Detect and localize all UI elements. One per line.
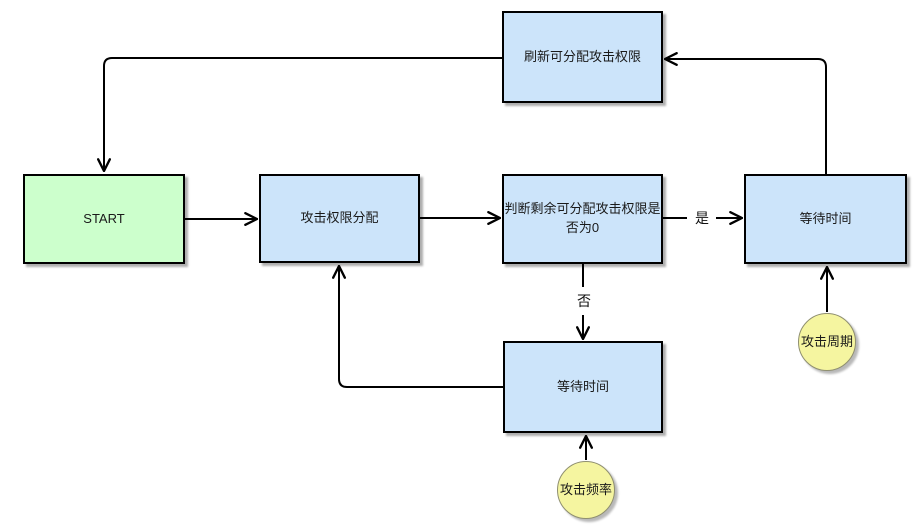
node-attack-permission-allocation-label: 攻击权限分配 bbox=[300, 210, 379, 226]
node-check-remaining-permission-zero: 判断剩余可分配攻击权限是否为0 bbox=[502, 174, 663, 264]
edge-label-no: 否 bbox=[575, 291, 593, 311]
node-refresh-attack-permissions: 刷新可分配攻击权限 bbox=[502, 11, 663, 103]
node-attack-frequency: 攻击频率 bbox=[557, 461, 615, 519]
node-wait-time-right: 等待时间 bbox=[744, 174, 907, 264]
node-refresh-attack-permissions-label: 刷新可分配攻击权限 bbox=[523, 48, 641, 64]
node-attack-cycle-label: 攻击周期 bbox=[800, 333, 853, 349]
node-wait-time-bottom-label: 等待时间 bbox=[556, 378, 609, 394]
node-wait-time-right-label: 等待时间 bbox=[799, 210, 852, 226]
edge-refresh-to-start bbox=[97, 57, 502, 173]
edge-wait-right-to-refresh bbox=[663, 52, 827, 174]
node-start-label: START bbox=[83, 210, 125, 226]
node-wait-time-bottom: 等待时间 bbox=[503, 341, 663, 433]
node-attack-frequency-label: 攻击频率 bbox=[559, 481, 612, 497]
edge-label-yes: 是 bbox=[693, 208, 711, 228]
node-attack-cycle: 攻击周期 bbox=[798, 313, 856, 371]
node-start: START bbox=[23, 174, 185, 264]
node-attack-permission-allocation: 攻击权限分配 bbox=[259, 174, 420, 263]
edge-wait-bottom-to-allocate bbox=[332, 264, 503, 388]
node-check-remaining-permission-zero-label: 判断剩余可分配攻击权限是否为0 bbox=[504, 201, 661, 235]
